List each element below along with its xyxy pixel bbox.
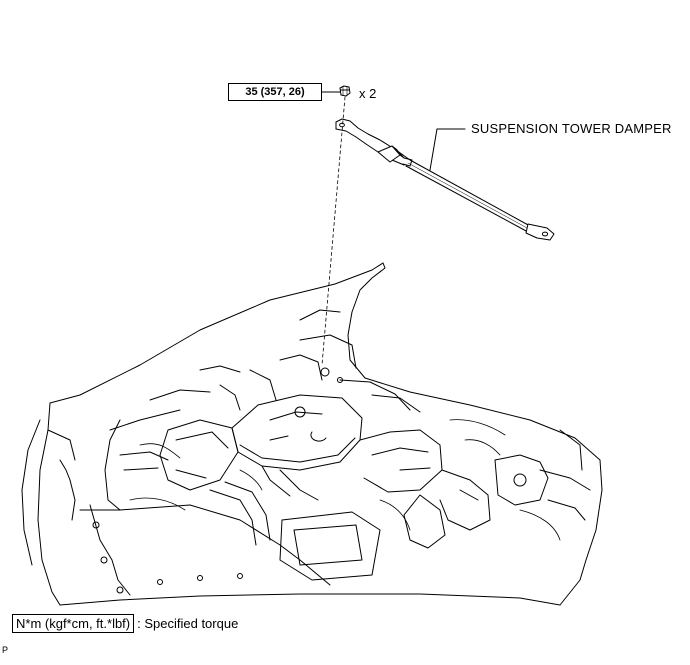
- radiator-support: [79, 409, 331, 596]
- air-cleaner: [119, 419, 239, 491]
- suspension-tower-damper: [335, 118, 555, 241]
- intake-hoses: [209, 465, 381, 581]
- damper-leader-line: [429, 128, 466, 171]
- nut-icon: [339, 85, 351, 97]
- alignment-dashed-line: [321, 96, 346, 366]
- bolt-quantity-label: x 2: [359, 86, 377, 101]
- vehicle-body-outline: [21, 262, 603, 606]
- right-side-components: [359, 429, 591, 549]
- legend-unit-box: N*m (kgf*cm, ft.*lbf): [12, 614, 135, 633]
- engine-cover: [231, 394, 363, 471]
- torque-legend: N*m (kgf*cm, ft.*lbf) : Specified torque: [12, 614, 238, 633]
- torque-spec-box: 35 (357, 26): [228, 83, 322, 101]
- wiring-harness: [129, 419, 561, 541]
- corner-mark: P: [2, 645, 9, 655]
- strut-tower-area: [149, 309, 421, 413]
- legend-description: : Specified torque: [137, 616, 239, 631]
- part-name-label: SUSPENSION TOWER DAMPER: [471, 121, 672, 136]
